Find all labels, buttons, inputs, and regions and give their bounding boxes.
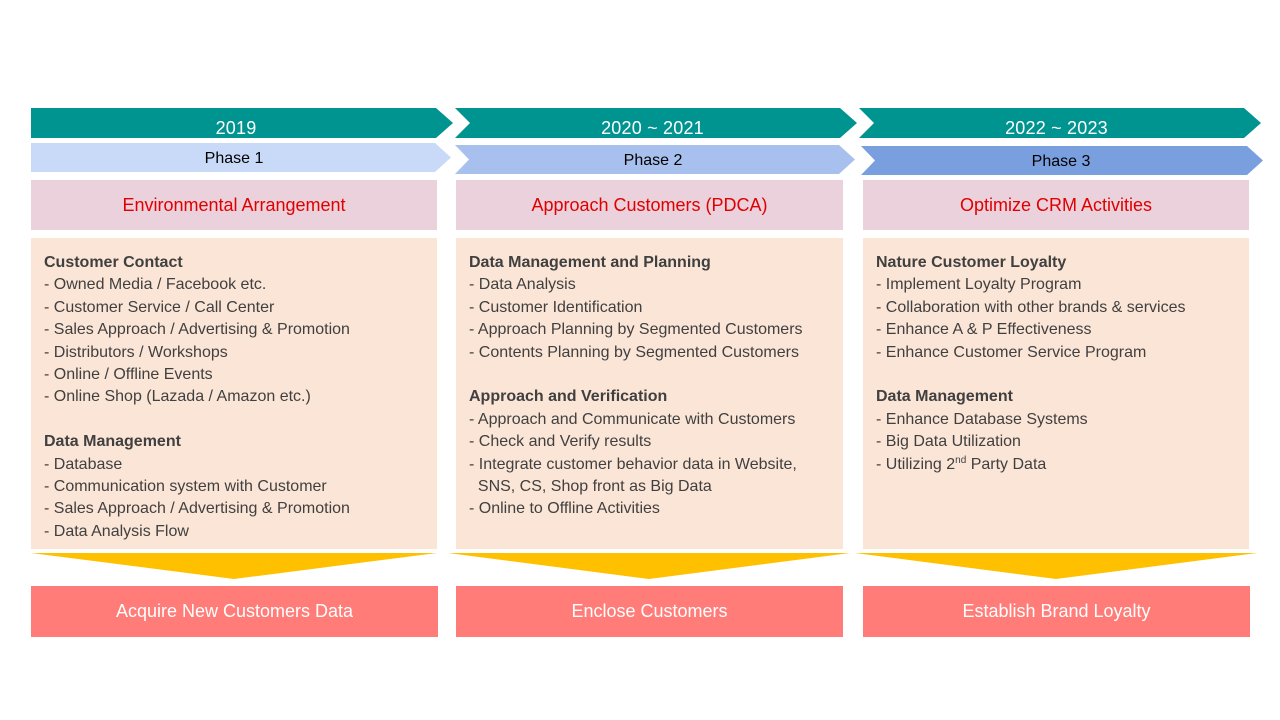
year-arrow-2022-2023 bbox=[859, 108, 1261, 138]
outcome-box-3: Establish Brand Loyalty bbox=[863, 586, 1250, 637]
list-item: - Big Data Utilization bbox=[876, 433, 1021, 451]
content-box-1: Customer Contact - Owned Media / Faceboo… bbox=[31, 238, 437, 549]
list-item: - Enhance A & P Effectiveness bbox=[876, 321, 1092, 339]
list-item: - Data Analysis bbox=[469, 276, 576, 294]
content-group: Data Management - Database - Communicati… bbox=[44, 431, 425, 543]
outcome-box-1: Acquire New Customers Data bbox=[31, 586, 438, 637]
list-item: - Integrate customer behavior data in We… bbox=[469, 455, 797, 473]
list-item-prefix: - Utilizing 2 bbox=[876, 455, 956, 473]
list-item: - Utilizing 2nd Party Data bbox=[876, 454, 1237, 476]
outcome-box-2: Enclose Customers bbox=[456, 586, 843, 637]
column-title-1: Environmental Arrangement bbox=[31, 180, 437, 230]
phase-arrow-3 bbox=[861, 146, 1263, 175]
group-heading: Nature Customer Loyalty bbox=[876, 254, 1067, 271]
outcome-text-2: Enclose Customers bbox=[571, 601, 728, 621]
year-label-3: 2022 ~ 2023 bbox=[1005, 118, 1108, 138]
outcome-text-1: Acquire New Customers Data bbox=[115, 601, 354, 621]
chevron-down-icon bbox=[448, 553, 850, 579]
list-item: - Enhance Database Systems bbox=[876, 410, 1088, 428]
list-item: - Communication system with Customer bbox=[44, 478, 327, 496]
group-heading: Data Management bbox=[876, 388, 1013, 406]
content-group: Data Management and Planning - Data Anal… bbox=[469, 252, 831, 364]
list-item: - Database bbox=[44, 455, 123, 473]
list-item: - Sales Approach / Advertising & Promoti… bbox=[44, 500, 350, 518]
group-heading: Customer Contact bbox=[44, 254, 183, 271]
list-item: - Customer Identification bbox=[469, 298, 643, 316]
group-heading: Data Management bbox=[44, 433, 181, 451]
phase-arrow-2 bbox=[455, 145, 855, 174]
list-item: - Customer Service / Call Center bbox=[44, 298, 275, 316]
list-item: - Data Analysis Flow bbox=[44, 522, 189, 540]
content-group: Approach and Verification - Approach and… bbox=[469, 386, 831, 520]
list-item: SNS, CS, Shop front as Big Data bbox=[469, 478, 712, 496]
content-box-3: Nature Customer Loyalty - Implement Loya… bbox=[863, 238, 1249, 549]
list-item: - Owned Media / Facebook etc. bbox=[44, 276, 267, 294]
content-group: Nature Customer Loyalty - Implement Loya… bbox=[876, 252, 1237, 364]
year-arrow-2019 bbox=[31, 108, 453, 138]
content-box-2: Data Management and Planning - Data Anal… bbox=[456, 238, 843, 549]
list-item: - Contents Planning by Segmented Custome… bbox=[469, 343, 799, 361]
list-item: - Online Shop (Lazada / Amazon etc.) bbox=[44, 388, 311, 406]
ordinal-suffix: nd bbox=[955, 454, 967, 466]
column-title-3-text: Optimize CRM Activities bbox=[959, 194, 1153, 215]
year-arrow-2020-2021 bbox=[455, 108, 857, 138]
phase-label-1: Phase 1 bbox=[204, 150, 264, 167]
list-item: - Collaboration with other brands & serv… bbox=[876, 298, 1186, 316]
content-group: Data Management - Enhance Database Syste… bbox=[876, 386, 1237, 476]
list-item: - Sales Approach / Advertising & Promoti… bbox=[44, 321, 350, 339]
list-item: - Distributors / Workshops bbox=[44, 343, 228, 361]
year-label-1: 2019 bbox=[215, 118, 257, 138]
phase-label-2: Phase 2 bbox=[623, 152, 683, 169]
list-item: - Enhance Customer Service Program bbox=[876, 343, 1147, 361]
list-item: - Check and Verify results bbox=[469, 433, 652, 451]
year-label-2: 2020 ~ 2021 bbox=[601, 118, 704, 138]
column-title-2: Approach Customers (PDCA) bbox=[456, 180, 843, 230]
column-title-3: Optimize CRM Activities bbox=[863, 180, 1249, 230]
list-item: - Online / Offline Events bbox=[44, 366, 213, 384]
content-group: Customer Contact - Owned Media / Faceboo… bbox=[44, 252, 425, 409]
list-item-suffix: Party Data bbox=[966, 455, 1047, 473]
phase-arrow-1 bbox=[31, 143, 451, 172]
list-item: - Approach Planning by Segmented Custome… bbox=[469, 321, 803, 339]
chevron-down-icon bbox=[31, 553, 437, 579]
list-item: - Approach and Communicate with Customer… bbox=[469, 410, 796, 428]
group-heading: Data Management and Planning bbox=[469, 254, 711, 271]
list-item: - Online to Offline Activities bbox=[469, 500, 660, 518]
list-item: - Implement Loyalty Program bbox=[876, 276, 1082, 294]
phase-label-3: Phase 3 bbox=[1031, 153, 1091, 170]
outcome-text-3: Establish Brand Loyalty bbox=[962, 601, 1151, 621]
chevron-down-icon bbox=[855, 553, 1257, 579]
column-title-1-text: Environmental Arrangement bbox=[122, 194, 346, 215]
group-heading: Approach and Verification bbox=[469, 388, 668, 406]
column-title-2-text: Approach Customers (PDCA) bbox=[531, 194, 768, 215]
